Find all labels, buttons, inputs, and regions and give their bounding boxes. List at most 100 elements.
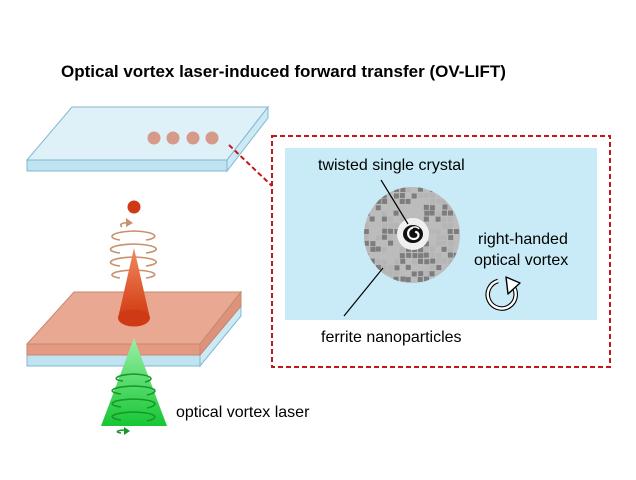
nanoparticle [441,258,447,264]
deposited-dot [205,131,219,145]
nanoparticle [411,193,417,199]
nanoparticle [436,265,442,271]
nanoparticle [369,258,375,264]
nanoparticle [400,187,406,193]
nanoparticle [429,210,435,216]
nanoparticle [388,240,394,246]
nanoparticle [394,258,400,264]
nanoparticle [448,247,454,253]
nanoparticle [436,241,442,247]
nanoparticle [393,210,399,216]
nanoparticle [376,198,382,204]
nanoparticle [447,228,453,234]
nanoparticle [387,270,393,276]
receiver-plate-side [226,105,269,173]
deposited-dots [147,131,219,145]
transfer-cone-base [118,309,150,327]
nanoparticle [423,216,429,222]
nanoparticle [405,277,411,283]
nanoparticle [429,271,435,277]
nanoparticle [399,193,405,199]
nanoparticle [448,235,454,241]
nanoparticle [423,241,429,247]
twisted-crystal-icon [397,218,429,250]
inset-panel: twisted single crystal right-handed opti… [271,135,611,368]
receiver-plate-front [26,159,228,172]
nanoparticle [441,198,447,204]
nanoparticle [423,246,429,252]
nanoparticle [375,264,381,270]
nanoparticle [405,198,411,204]
crystal-label: twisted single crystal [318,157,465,174]
nanoparticle [399,246,405,252]
nanoparticle [381,211,387,217]
nanoparticle [424,210,430,216]
nanoparticle [423,204,429,210]
nanoparticle [394,229,400,235]
nanoparticle [418,247,424,253]
inset-connector-line [228,144,273,187]
nanoparticle [364,228,369,234]
receiver-glass-plate [25,105,270,173]
nanoparticle [382,270,388,276]
nanoparticle [441,234,447,240]
donor-film-side [199,290,242,357]
nanoparticle [393,193,399,199]
nanoparticle [418,271,424,277]
deposited-dot [166,131,180,145]
nanoparticle [447,210,453,216]
deposited-dot [147,131,161,145]
nanoparticle [435,216,441,222]
nanoparticle [375,205,381,211]
nanoparticle [382,198,388,204]
nanoparticle [453,229,459,235]
nanoparticle [436,258,442,264]
clockwise-arrow-icon [485,276,521,311]
nanoparticle [375,259,381,265]
nanoparticle [370,241,376,247]
deposited-dot [186,131,200,145]
nanoparticle [436,198,442,204]
nanoparticle [382,259,388,265]
nanoparticle [429,198,435,204]
nanoparticle [436,211,442,217]
nanoparticle [448,204,454,210]
nanoparticle [412,253,418,259]
nanoparticle [405,264,411,270]
nanoparticle [406,252,412,258]
nanoparticle [429,205,435,211]
nanoparticle [418,253,424,259]
nanoparticle [381,247,387,253]
nanoparticle [405,187,411,193]
nanoparticle [417,193,423,199]
nanoparticle [388,265,394,271]
nanoparticle [370,246,376,252]
nanoparticle [411,259,417,265]
nanoparticle [400,258,406,264]
nanoparticle [435,229,441,235]
receiver-plate-top [25,106,270,161]
laser-beam [101,338,167,426]
nanoparticle [441,210,447,216]
nanoparticle [364,234,369,240]
nanoparticle [448,241,454,247]
laser-label: optical vortex laser [176,404,310,421]
nanoparticle [423,193,429,199]
nanoparticle [364,246,370,252]
nanoparticle [429,192,435,198]
nanoparticle [429,252,435,258]
nanoparticle [429,246,435,252]
nanoparticle [393,270,399,276]
nanoparticle [411,271,417,277]
nanoparticle [388,228,394,234]
nanoparticle [429,265,435,271]
nanoparticle [394,265,400,271]
nanoparticle [441,240,447,246]
crystal-pointer-line [380,179,409,225]
nanoparticle [381,234,387,240]
nanoparticle [399,253,405,259]
nanoparticle [441,246,447,252]
nanoparticle [417,258,423,264]
nanoparticle [393,223,399,229]
nanoparticle [382,228,388,234]
